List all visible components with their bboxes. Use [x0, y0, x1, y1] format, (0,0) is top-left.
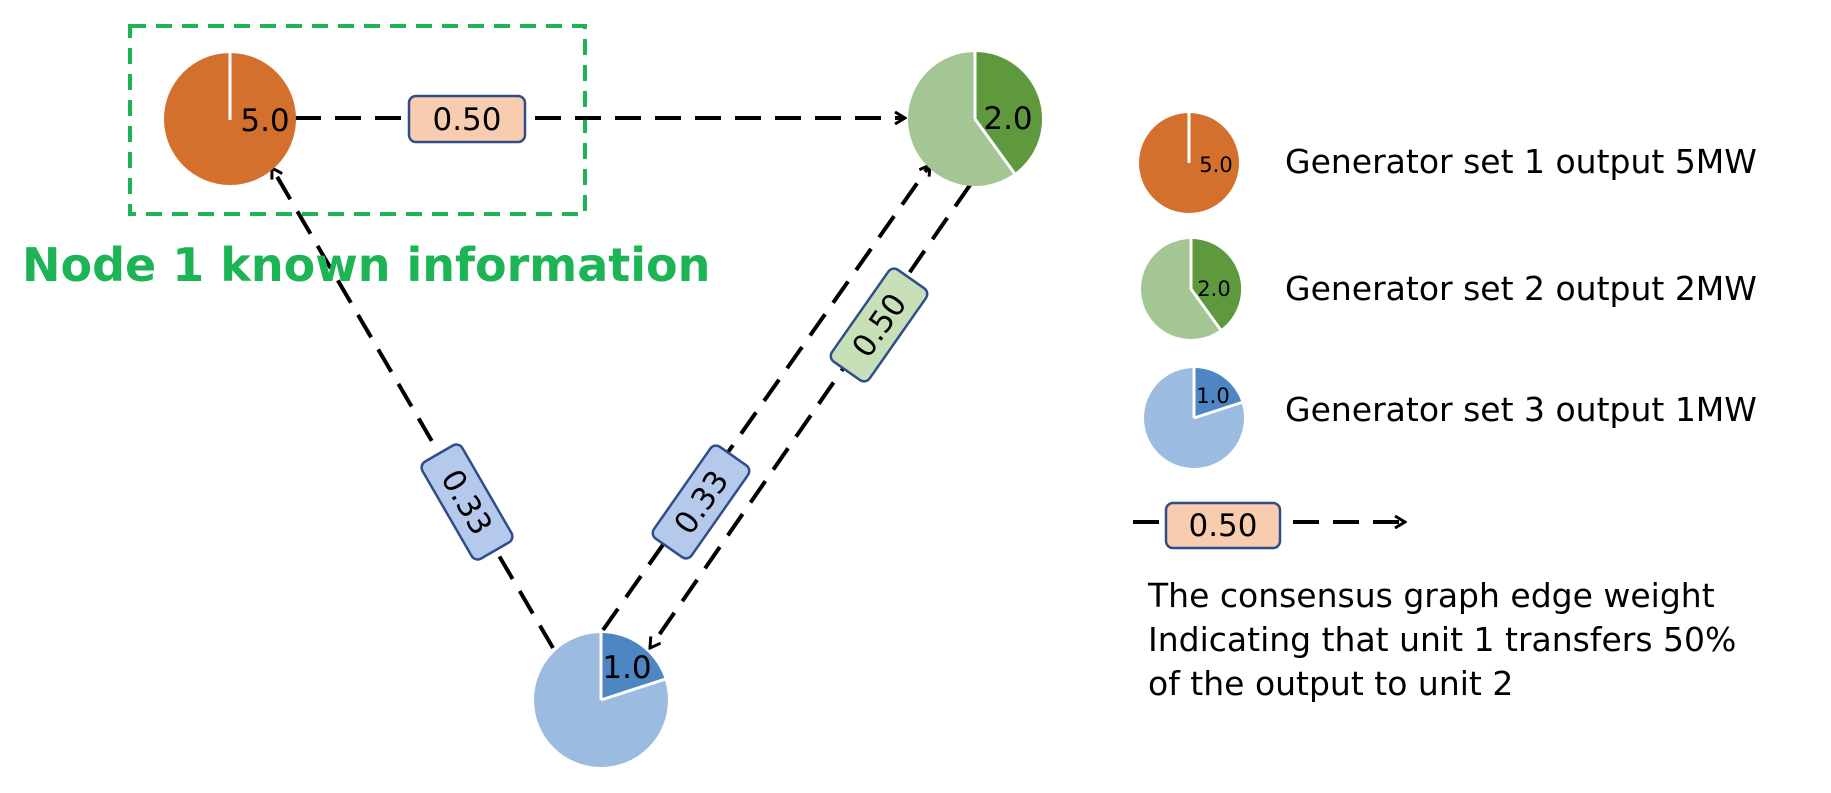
legend-edge-label: 0.50: [1164, 501, 1282, 550]
legend-caption-line: Indicating that unit 1 transfers 50%: [1148, 620, 1737, 659]
edge-label-1-to-2-text: 0.50: [432, 102, 501, 138]
legend-label-2: Generator set 2 output 2MW: [1285, 269, 1757, 308]
edge-3-to-1: [270, 168, 555, 650]
legend-label-1: Generator set 1 output 5MW: [1285, 142, 1757, 181]
edge-label-3-to-1: 0.33: [420, 443, 514, 561]
node-1-value: 5.0: [240, 103, 289, 139]
legend-edge-label-text: 0.50: [1188, 508, 1257, 544]
node-2-value: 2.0: [983, 101, 1032, 137]
legend-pie-1: 5.0: [1139, 113, 1239, 213]
legend-pie-3: 1.0: [1144, 367, 1244, 468]
legend-caption-line: of the output to unit 2: [1148, 664, 1514, 703]
legend-pie-3-value: 1.0: [1196, 384, 1229, 408]
legend-pie-2-value: 2.0: [1197, 277, 1230, 301]
legend-label-3: Generator set 3 output 1MW: [1285, 390, 1757, 429]
node-3-pie: 1.0: [534, 633, 668, 767]
legend-caption: The consensus graph edge weight Indicati…: [1148, 574, 1736, 706]
legend-caption-line: The consensus graph edge weight: [1148, 576, 1715, 615]
edge-label-3-to-2: 0.33: [651, 444, 751, 560]
node-1-pie: 5.0: [164, 53, 296, 185]
edge-2-to-3: [650, 183, 972, 648]
edge-label-2-to-3: 0.50: [829, 267, 929, 383]
legend-pie-2: 2.0: [1141, 238, 1242, 339]
edge-label-1-to-2: 0.50: [407, 94, 527, 144]
legend-pie-1-value: 5.0: [1199, 153, 1232, 177]
node-3-value: 1.0: [602, 650, 651, 686]
node-2-pie: 2.0: [908, 52, 1043, 186]
edge-3-to-2: [601, 165, 930, 632]
region-title: Node 1 known information: [22, 238, 711, 292]
